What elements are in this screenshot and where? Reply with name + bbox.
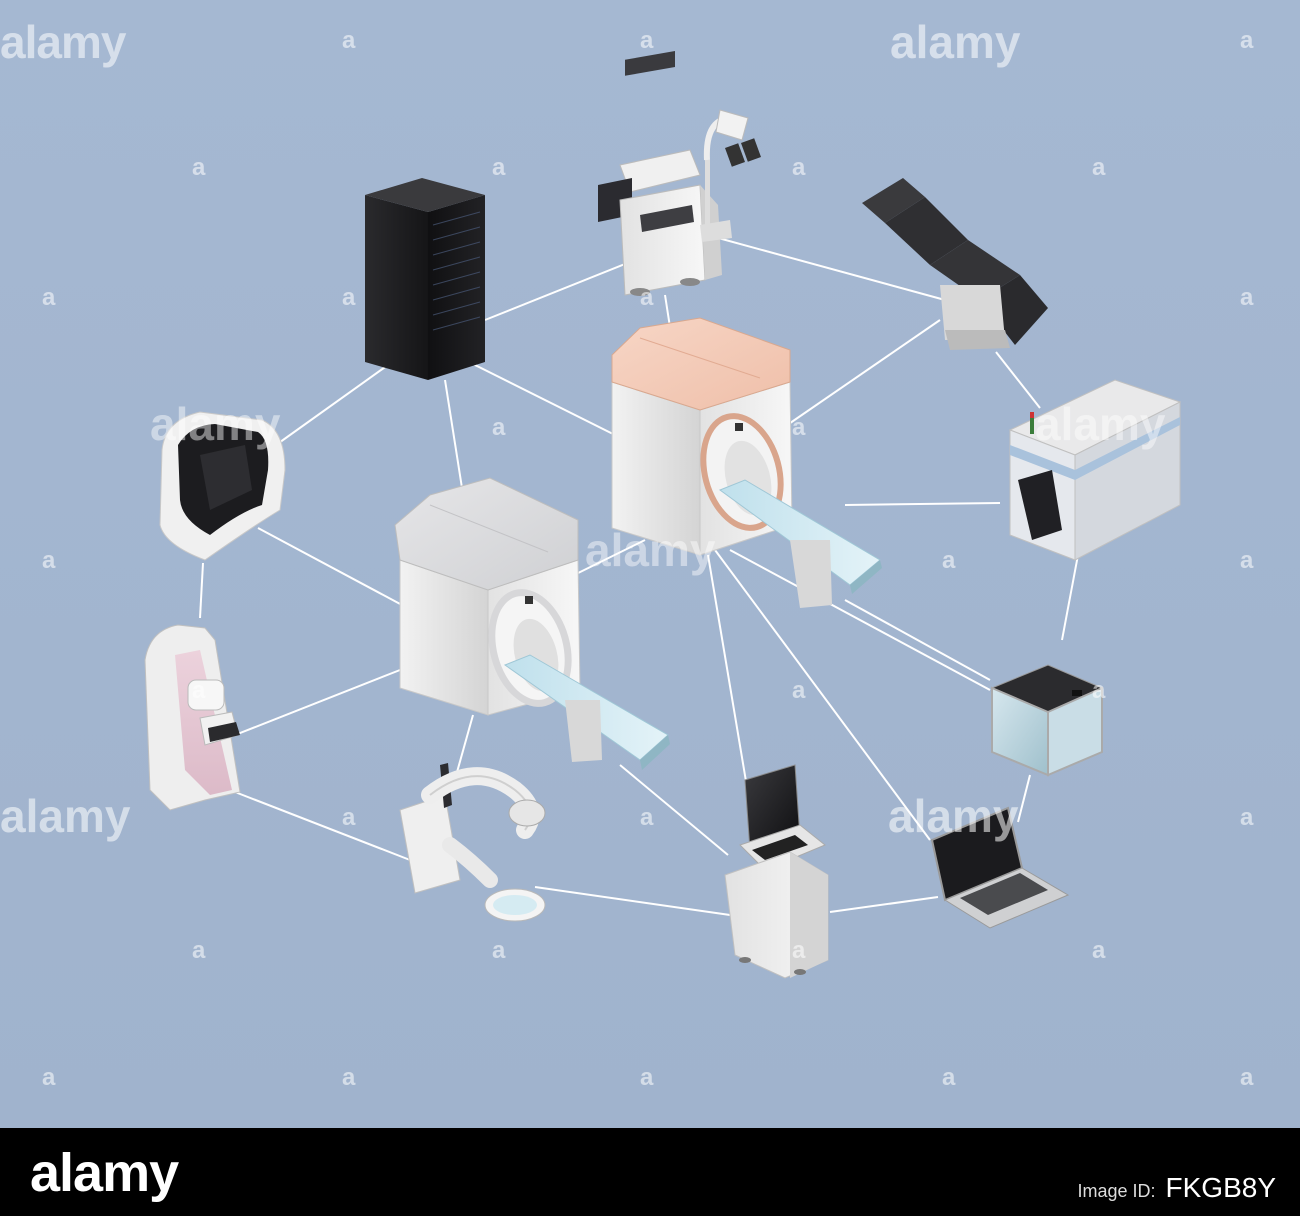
watermark-mark: a [42, 547, 56, 574]
watermark-mark: a [492, 414, 506, 441]
watermark-mark: a [342, 1064, 356, 1091]
watermark-mark: a [792, 154, 806, 181]
watermark-mark: a [342, 804, 356, 831]
watermark-text: alamy [888, 790, 1019, 842]
operating-table-icon [862, 178, 1048, 350]
analyzer-machine-icon [1008, 379, 1182, 561]
watermark-mark: a [1240, 1064, 1254, 1091]
watermark-mark: a [640, 27, 654, 54]
watermark-layer: alamy alamy alamy alamy alamy alamy alam… [0, 16, 1254, 1091]
3d-printer-icon [990, 664, 1104, 777]
massage-chair-icon [159, 411, 286, 561]
watermark-mark: a [1092, 154, 1106, 181]
scene-canvas: alamy alamy alamy alamy alamy alamy alam… [0, 0, 1300, 1128]
anesthesia-machine-icon [598, 50, 761, 296]
background [0, 0, 1300, 1128]
server-rack-icon [365, 178, 485, 380]
watermark-text: alamy [890, 16, 1021, 68]
watermark-mark: a [640, 284, 654, 311]
footer-logo[interactable]: alamy [30, 1143, 179, 1203]
watermark-mark: a [942, 1064, 956, 1091]
watermark-mark: a [192, 154, 206, 181]
watermark-mark: a [192, 677, 206, 704]
watermark-mark: a [42, 1064, 56, 1091]
watermark-mark: a [1092, 677, 1106, 704]
watermark-mark: a [942, 547, 956, 574]
ct-scanner-pink-icon [611, 317, 882, 608]
watermark-mark: a [640, 1064, 654, 1091]
ultrasound-cart-icon [724, 764, 829, 979]
watermark-mark: a [640, 804, 654, 831]
watermark-mark: a [792, 414, 806, 441]
watermark-mark: a [342, 27, 356, 54]
watermark-text: alamy [585, 524, 716, 576]
watermark-text: alamy [0, 790, 131, 842]
watermark-mark: a [42, 284, 56, 311]
watermark-mark: a [1240, 547, 1254, 574]
c-arm-xray-icon [399, 763, 546, 922]
watermark-mark: a [192, 937, 206, 964]
watermark-mark: a [1092, 937, 1106, 964]
ct-scanner-grey-icon [394, 477, 670, 770]
network-illustration: alamy alamy alamy alamy alamy alamy alam… [0, 0, 1300, 1128]
image-id-label: Image ID: [1077, 1181, 1156, 1201]
watermark-mark: a [492, 154, 506, 181]
watermark-text: alamy [0, 16, 127, 68]
watermark-mark: a [1240, 27, 1254, 54]
image-id: Image ID: FKGB8Y [1077, 1172, 1276, 1204]
watermark-text: alamy [150, 398, 281, 450]
watermark-mark: a [492, 937, 506, 964]
watermark-mark: a [1240, 284, 1254, 311]
watermark-mark: a [342, 284, 356, 311]
mammography-icon [144, 624, 241, 811]
watermark-text: alamy [1035, 398, 1166, 450]
image-id-value: FKGB8Y [1165, 1172, 1276, 1203]
watermark-mark: a [792, 677, 806, 704]
watermark-mark: a [792, 937, 806, 964]
watermark-mark: a [1240, 804, 1254, 831]
laptop-icon [930, 806, 1070, 929]
footer-bar: alamy Image ID: FKGB8Y [0, 1128, 1300, 1216]
